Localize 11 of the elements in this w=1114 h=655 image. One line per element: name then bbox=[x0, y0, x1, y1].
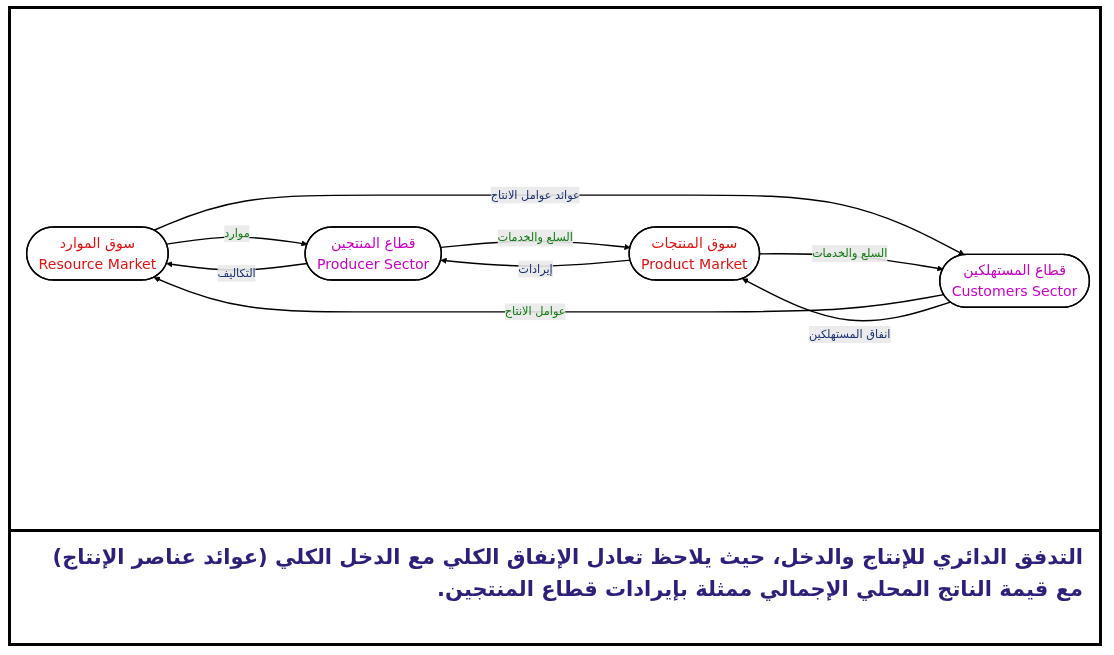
edge-label: موارد bbox=[224, 226, 250, 241]
edge-label: عوامل الانتاج bbox=[504, 305, 566, 319]
edge-label: عوائد عوامل الانتاج bbox=[490, 188, 580, 202]
edge-label: انفاق المستهلكين bbox=[808, 327, 891, 342]
edge-label: التكاليف bbox=[217, 266, 256, 280]
arrow bbox=[742, 278, 952, 322]
edge-label: السلع والخدمات bbox=[497, 231, 573, 245]
caption-text: التدفق الدائري للإنتاج والدخل، حيث يلاحظ تعادل الإنفاق الكلي مع الدخل الكلي (عوائد عناصر الإنتاج) مع قيمة الناتج المحلي الإجمالي ممثلة بإيرادات قطاع المنتجين. bbox=[51, 544, 1083, 603]
edge-label: السلع والخدمات bbox=[811, 246, 888, 261]
arrow bbox=[153, 194, 965, 256]
edge-label: إيرادات bbox=[518, 262, 553, 276]
